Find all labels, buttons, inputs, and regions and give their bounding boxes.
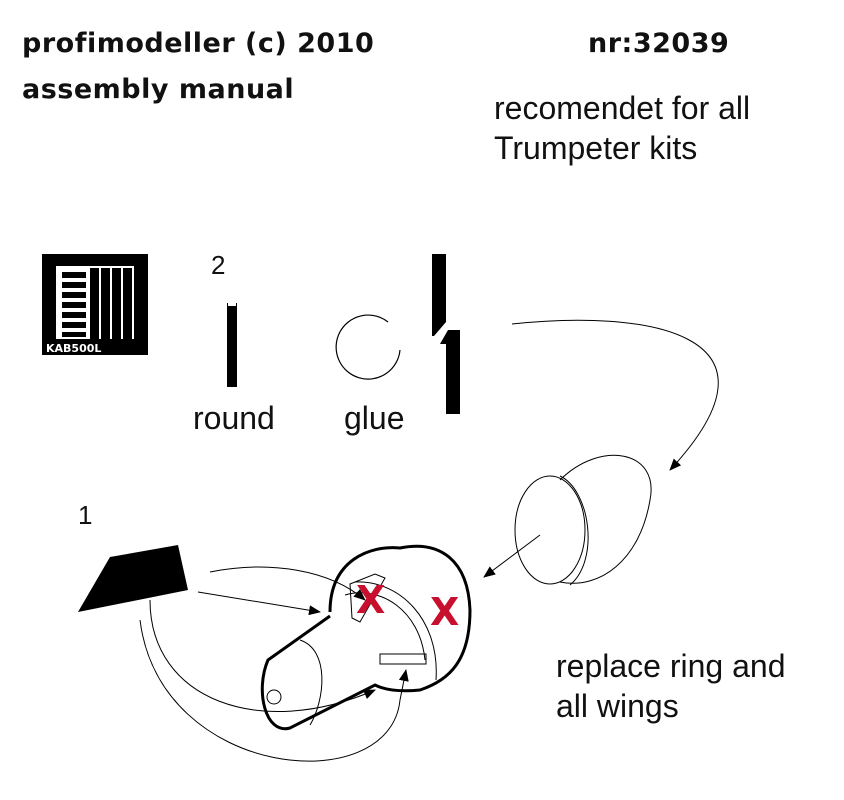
remove-mark-ring: X [430,590,460,634]
fret-label: KAB500L [46,342,102,355]
part-1-wedge [78,545,188,612]
recommendation-line-2: Trumpeter kits [494,130,698,166]
instruction-line-2: all wings [556,688,679,724]
glue-label: glue [344,400,405,436]
part-2-strip [227,303,237,387]
replacement-ring-part [514,454,652,586]
glue-ring-icon [335,314,401,380]
part-number: nr:32039 [588,28,730,59]
brand-heading: profimodeller (c) 2010 [22,28,375,59]
part-2-number: 2 [211,250,226,280]
split-strip-part [432,254,460,414]
part-1-number: 1 [78,500,93,530]
bomb-body-part [260,544,472,731]
manual-subtitle: assembly manual [22,74,295,105]
remove-mark-wing: X [356,578,386,622]
round-label: round [193,400,275,436]
instruction-line-1: replace ring and [556,648,786,684]
recommendation-line-1: recomendet for all [494,90,751,126]
photo-etch-fret-icon [42,254,148,355]
